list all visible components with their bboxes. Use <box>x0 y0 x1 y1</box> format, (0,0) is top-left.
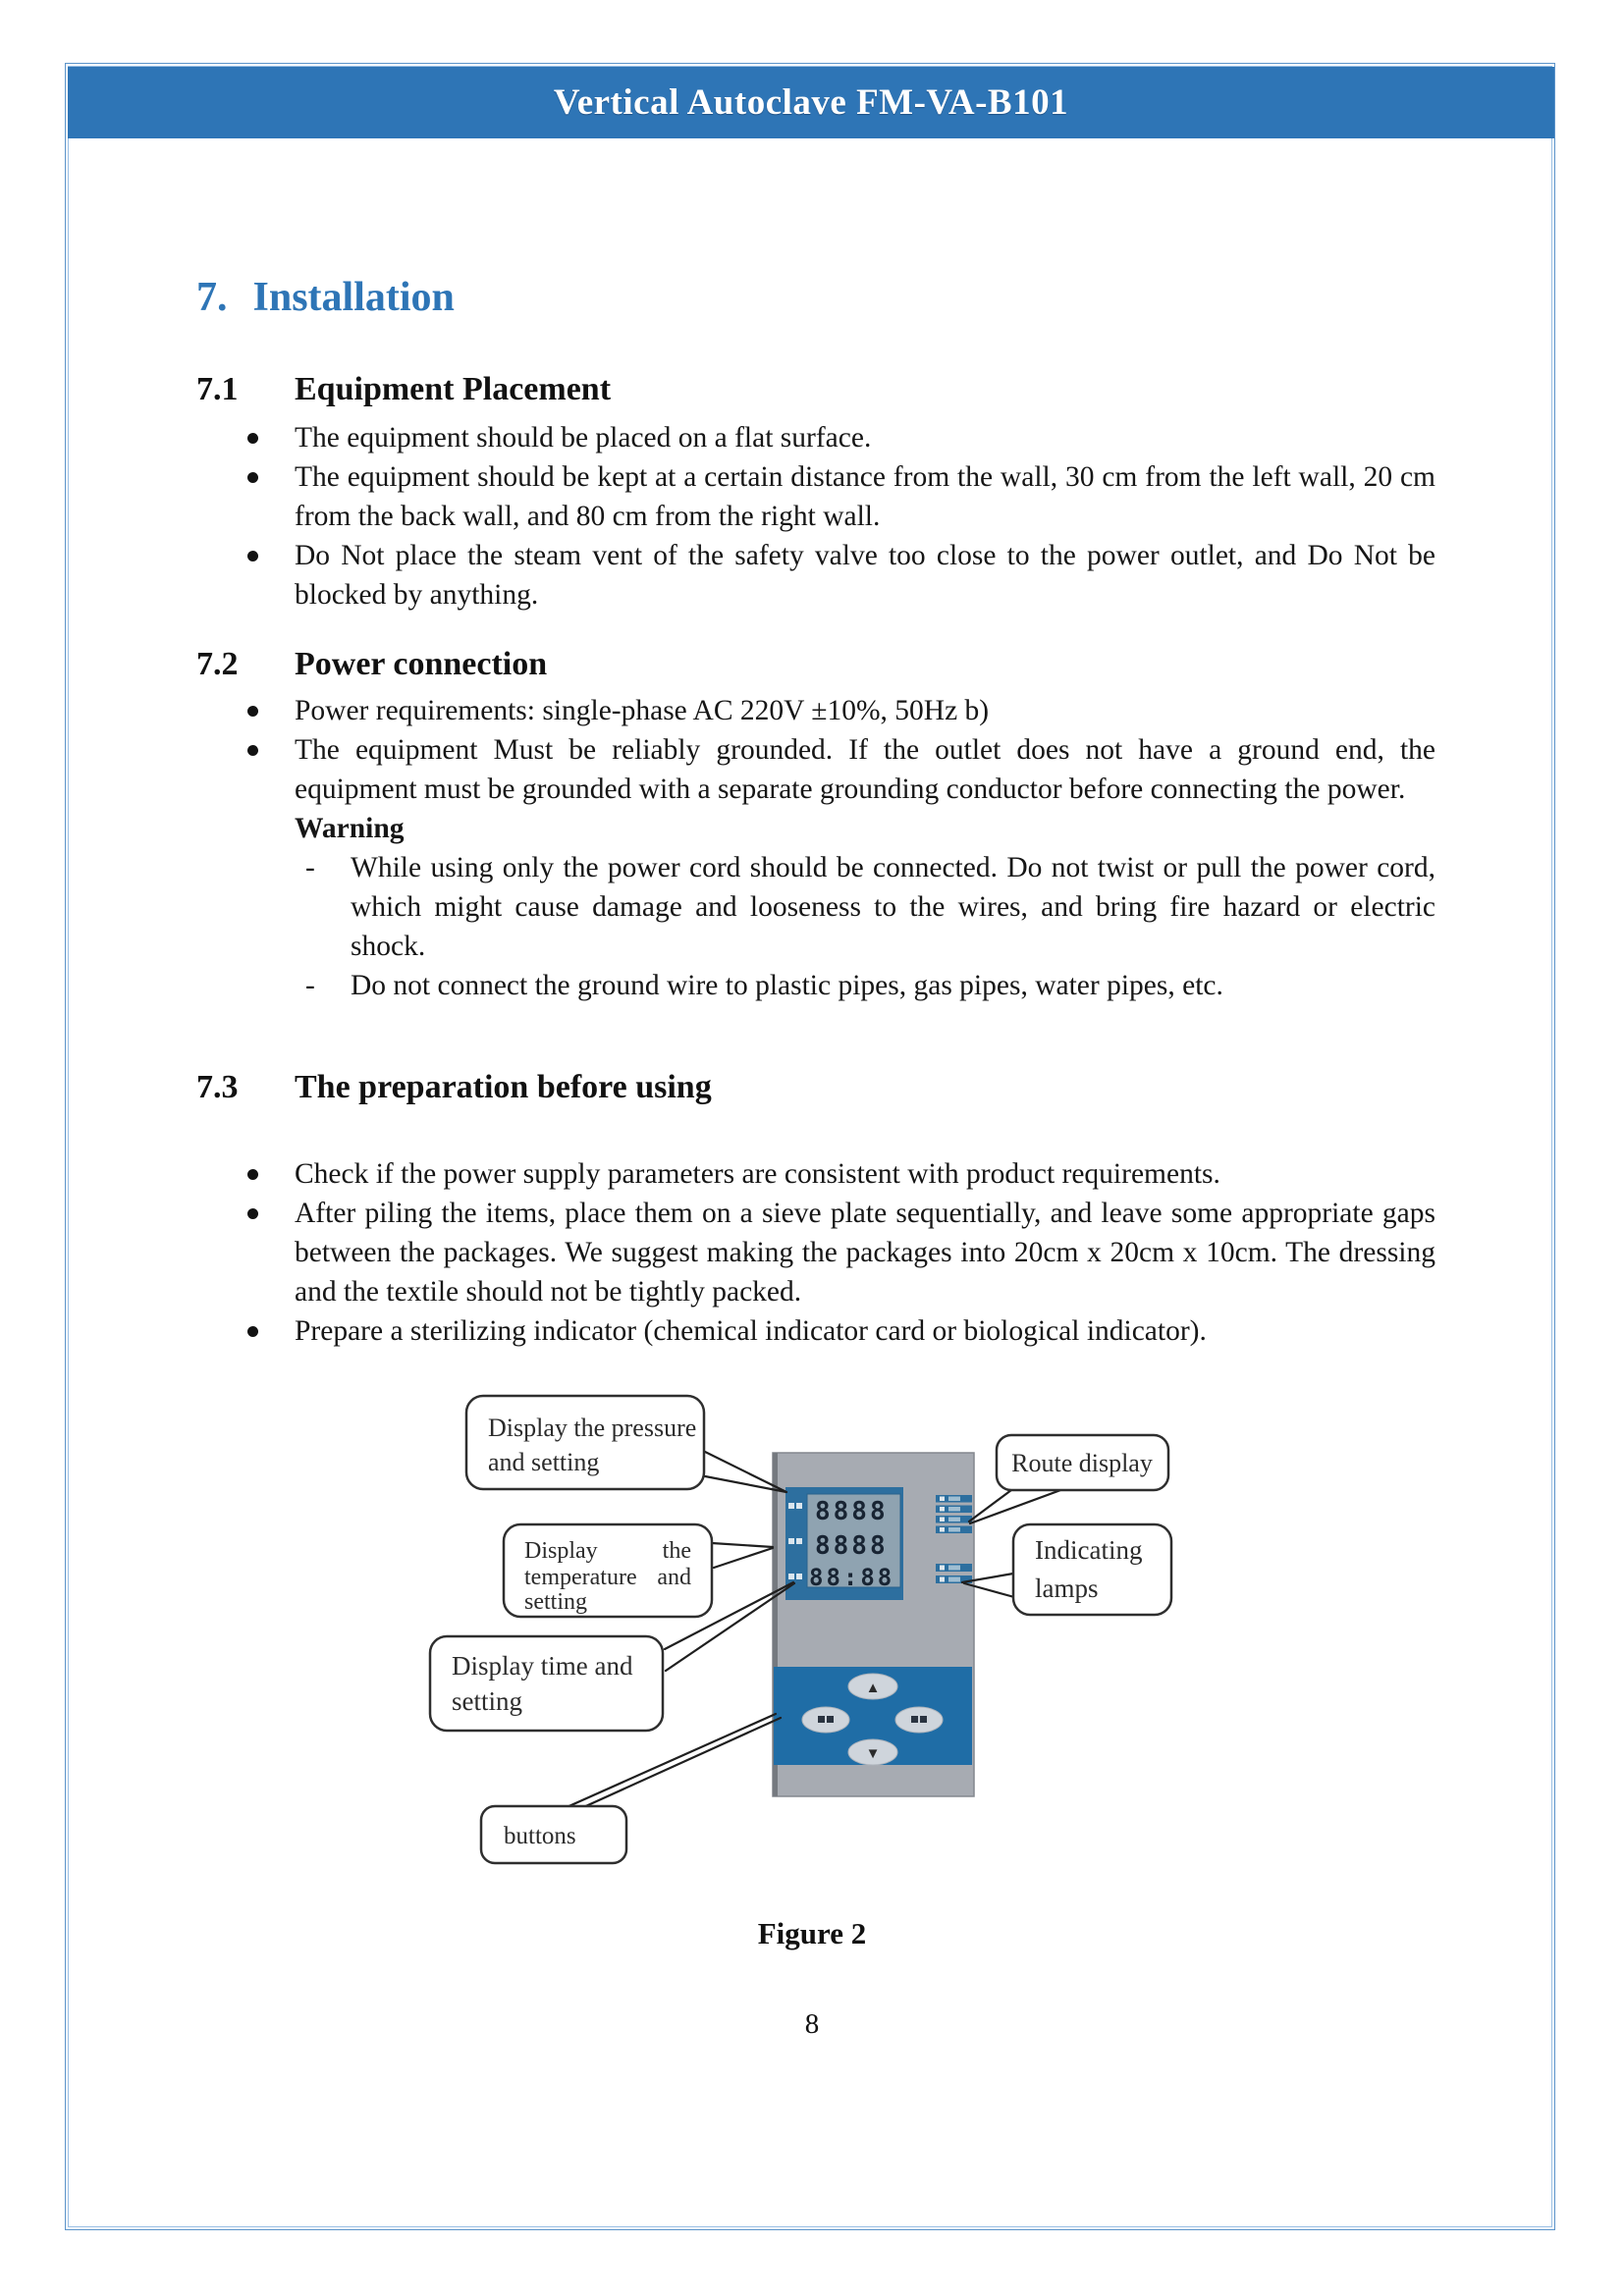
time-callout-text-line2: setting <box>452 1686 522 1716</box>
section-7-1-title: Equipment Placement <box>295 371 612 407</box>
pressure-callout-line <box>695 1446 788 1494</box>
bullet-item: After piling the items, place them on a … <box>247 1194 1435 1311</box>
figure-caption: Figure 2 <box>757 1916 867 1950</box>
warning-item: Do not connect the ground wire to plasti… <box>305 966 1435 1005</box>
lamps-callout-text-line2: lamps <box>1035 1574 1099 1603</box>
buttons-callout: buttons <box>479 1804 628 1865</box>
bullet-item: Power requirements: single-phase AC 220V… <box>247 691 1435 730</box>
time-display: 88:88 <box>809 1564 894 1591</box>
buttons-callout-text: buttons <box>504 1823 576 1849</box>
bullet-item: The equipment Must be reliably grounded.… <box>247 730 1435 809</box>
pressure-callout-text-line2: and setting <box>488 1448 599 1476</box>
route-indicator-lamps <box>936 1495 972 1533</box>
callout-boxes: Display the pressure and setting Route d… <box>428 1394 1173 1865</box>
time-callout-text-line1: Display time and <box>452 1651 633 1681</box>
section-7-heading: 7. Installation <box>196 275 455 320</box>
down-arrow-icon: ▼ <box>866 1746 881 1762</box>
bullet-item: The equipment should be kept at a certai… <box>247 457 1435 536</box>
page-number: 8 <box>804 2008 820 2040</box>
temperature-display: 8888 <box>815 1531 889 1561</box>
route-callout-text: Route display <box>1011 1449 1153 1477</box>
bullet-item: Prepare a sterilizing indicator (chemica… <box>247 1311 1435 1351</box>
bullet-item: Do Not place the steam vent of the safet… <box>247 536 1435 614</box>
section-7-title: Installation <box>252 275 455 320</box>
section-7-3-heading: 7.3 The preparation before using <box>196 1069 712 1106</box>
temperature-callout: Display the temperature and setting <box>502 1522 714 1619</box>
pressure-display: 8888 <box>815 1497 889 1526</box>
section-7-number: 7. <box>196 275 228 320</box>
section-7-2-title: Power connection <box>295 646 548 682</box>
temperature-callout-w2: the <box>663 1538 691 1564</box>
temperature-callout-w5: setting <box>524 1589 587 1615</box>
page-header-title: Vertical Autoclave FM-VA-B101 <box>553 82 1069 123</box>
time-callout-line <box>663 1580 796 1673</box>
bullet-item: The equipment should be placed on a flat… <box>247 418 1435 457</box>
temperature-callout-w3: temperature <box>524 1565 637 1590</box>
warning-item: While using only the power cord should b… <box>305 848 1435 966</box>
up-arrow-icon: ▲ <box>866 1681 881 1696</box>
page-border <box>65 63 1555 2230</box>
lamps-callout-line <box>960 1572 1016 1599</box>
time-callout: Display time and setting <box>428 1634 665 1733</box>
temperature-callout-line <box>710 1541 775 1570</box>
display-row-labels <box>788 1503 802 1579</box>
route-callout-line <box>967 1487 1065 1525</box>
section-7-1-heading: 7.1 Equipment Placement <box>196 371 611 408</box>
status-indicator-lamps <box>936 1564 972 1583</box>
section-7-2-body: Power requirements: single-phase AC 220V… <box>247 691 1435 1005</box>
section-7-3-number: 7.3 <box>196 1069 239 1105</box>
panel-left-edge <box>773 1453 778 1796</box>
warning-label: Warning <box>295 813 405 844</box>
section-7-2-heading: 7.2 Power connection <box>196 646 547 683</box>
page-header-bar: Vertical Autoclave FM-VA-B101 <box>68 67 1554 138</box>
route-callout: Route display <box>995 1433 1170 1492</box>
buttons-callout-line <box>563 1712 783 1811</box>
section-7-1-number: 7.1 <box>196 371 239 407</box>
section-7-3-title: The preparation before using <box>295 1069 712 1105</box>
section-7-2-number: 7.2 <box>196 646 239 682</box>
temperature-callout-w1: Display <box>524 1538 598 1564</box>
control-panel-image: 8888 8888 88:88 <box>772 1452 975 1797</box>
callout-lines <box>563 1446 1065 1811</box>
set-button <box>894 1706 944 1734</box>
lamps-callout: Indicating lamps <box>1011 1522 1173 1617</box>
digit-window <box>806 1493 901 1588</box>
pressure-callout: Display the pressure and setting <box>464 1394 706 1491</box>
down-button: ▼ <box>847 1738 898 1766</box>
figure-control-panel-diagram: 8888 8888 88:88 <box>428 1394 1173 1865</box>
lamps-callout-text-line1: Indicating <box>1035 1535 1142 1565</box>
up-button: ▲ <box>847 1673 898 1700</box>
section-7-3-body: Check if the power supply parameters are… <box>247 1154 1435 1351</box>
section-7-1-body: The equipment should be placed on a flat… <box>247 418 1435 614</box>
confirm-button <box>801 1706 850 1734</box>
bullet-item: Check if the power supply parameters are… <box>247 1154 1435 1194</box>
pressure-callout-text-line1: Display the pressure <box>488 1414 696 1442</box>
temperature-callout-w4: and <box>657 1565 691 1590</box>
